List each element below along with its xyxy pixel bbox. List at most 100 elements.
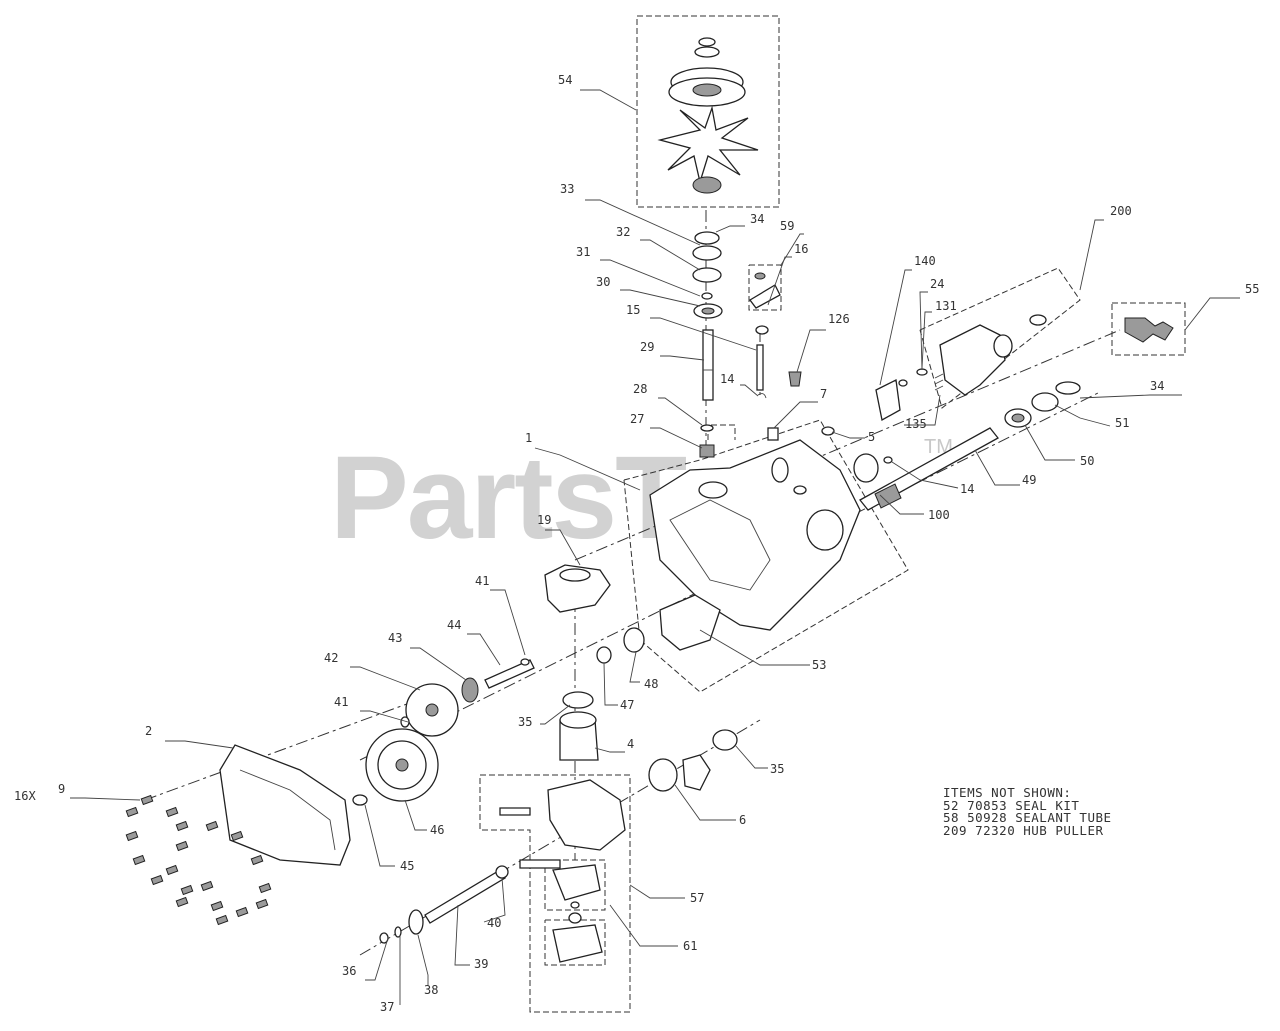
items-not-shown-note: ITEMS NOT SHOWN: 52 70853 SEAL KIT 58 50… <box>943 786 1112 838</box>
callout-label-36: 36 <box>342 964 356 978</box>
callout-label-54: 54 <box>558 73 572 87</box>
bolt <box>255 898 269 910</box>
callout-leader <box>490 589 526 656</box>
callout-label-135: 135 <box>905 417 927 431</box>
callout-label-28: 28 <box>633 382 647 396</box>
callout-leader <box>658 397 703 426</box>
callout-leader <box>483 877 506 923</box>
callout-label-16: 16 <box>794 242 808 256</box>
callout-leader <box>879 269 912 386</box>
fan-pulley-box <box>636 15 780 208</box>
callout-leader <box>974 449 1020 486</box>
callout-leader <box>594 747 625 753</box>
callout-leader <box>70 797 141 801</box>
callout-leader <box>629 651 640 683</box>
callout-leader <box>609 904 678 947</box>
callout-label-30: 30 <box>596 275 610 289</box>
callout-label-33: 33 <box>560 182 574 196</box>
callout-label-6: 6 <box>739 813 746 827</box>
bolt <box>235 906 249 918</box>
bolt <box>258 882 272 894</box>
callout-label-35: 35 <box>770 762 784 776</box>
callout-label-46: 46 <box>430 823 444 837</box>
callout-leader <box>904 394 941 426</box>
callout-label-51: 51 <box>1115 416 1129 430</box>
callout-leader <box>831 431 865 439</box>
callout-label-43: 43 <box>388 631 402 645</box>
callout-leader <box>540 704 571 725</box>
callout-label-55: 55 <box>1245 282 1259 296</box>
callout-leader <box>780 233 804 266</box>
callout-label-35: 35 <box>518 715 532 729</box>
callout-label-14: 14 <box>720 372 734 386</box>
callout-label-41: 41 <box>334 695 348 709</box>
callout-leader <box>580 89 637 111</box>
pump-box <box>479 774 631 1013</box>
bolt <box>140 794 154 806</box>
bypass-lever-box <box>1111 302 1186 356</box>
callout-label-15: 15 <box>626 303 640 317</box>
callout-leader <box>921 311 932 369</box>
callout-leader <box>585 199 701 246</box>
callout-leader <box>600 259 701 297</box>
callout-leader <box>1184 297 1240 331</box>
bolt <box>200 880 214 892</box>
callout-label-37: 37 <box>380 1000 394 1014</box>
callout-leader <box>410 647 467 681</box>
callout-label-47: 47 <box>620 698 634 712</box>
callout-leader <box>165 740 234 749</box>
callout-label-7: 7 <box>820 387 827 401</box>
callout-label-38: 38 <box>424 983 438 997</box>
bolt <box>180 884 194 896</box>
bolt <box>175 840 189 852</box>
callout-label-49: 49 <box>1022 473 1036 487</box>
callout-leader <box>660 355 705 361</box>
callout-leader <box>879 494 924 515</box>
callout-leader <box>620 289 701 307</box>
callout-leader <box>417 934 429 985</box>
bolt <box>175 820 189 832</box>
bolt <box>150 874 164 886</box>
bolt <box>210 900 224 912</box>
callout-leader <box>365 937 389 981</box>
note-line-2: 58 50928 SEALANT TUBE <box>943 810 1112 825</box>
callout-label-32: 32 <box>616 225 630 239</box>
callout-label-27: 27 <box>630 412 644 426</box>
callout-label-34: 34 <box>1150 379 1164 393</box>
callout-leader <box>1079 219 1104 291</box>
callout-label-24: 24 <box>930 277 944 291</box>
note-line-3: 209 72320 HUB PULLER <box>943 822 1104 838</box>
callout-label-14: 14 <box>960 482 974 496</box>
bolt <box>125 830 139 842</box>
control-arm-box <box>919 267 1081 409</box>
callout-label-5: 5 <box>868 430 875 444</box>
callout-label-4: 4 <box>627 737 634 751</box>
brake-arm-box <box>748 264 782 311</box>
bolt <box>125 806 139 818</box>
callout-leader <box>467 633 501 666</box>
callout-label-100: 100 <box>928 508 950 522</box>
bolt <box>215 914 229 926</box>
note-line-1: 52 70853 SEAL KIT <box>943 797 1080 813</box>
callout-label-45: 45 <box>400 859 414 873</box>
pump-plate-box-top <box>544 859 606 911</box>
callout-label-9: 9 <box>58 782 65 796</box>
callout-leader <box>404 799 427 831</box>
callout-label-29: 29 <box>640 340 654 354</box>
callout-leader <box>1054 404 1111 427</box>
callout-label-39: 39 <box>474 957 488 971</box>
bolt <box>230 830 244 842</box>
callout-label-34: 34 <box>750 212 764 226</box>
callout-leader <box>773 401 818 429</box>
callout-label-1: 1 <box>525 431 532 445</box>
callout-label-16x: 16X <box>14 789 36 803</box>
callout-leader <box>640 239 701 271</box>
callout-leader <box>1079 394 1182 399</box>
seal-bracket <box>707 424 736 440</box>
callout-label-44: 44 <box>447 618 461 632</box>
callout-label-140: 140 <box>914 254 936 268</box>
callout-label-126: 126 <box>828 312 850 326</box>
callout-label-31: 31 <box>576 245 590 259</box>
